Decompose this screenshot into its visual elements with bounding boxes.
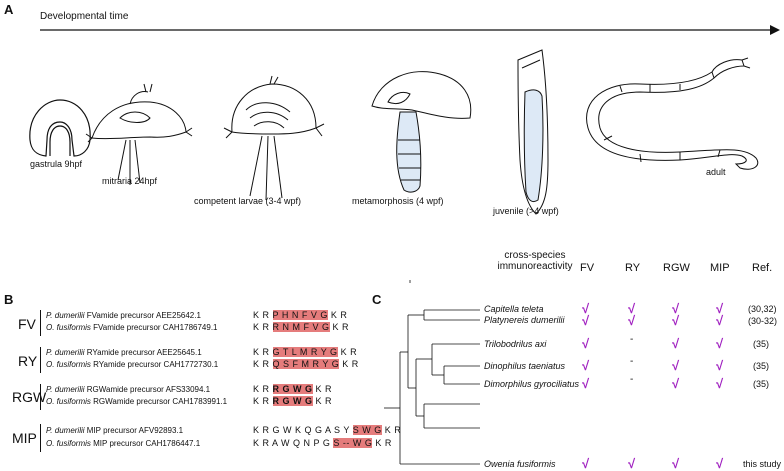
stage-label-adult: adult [706,167,726,177]
dash-mark: - [630,334,634,345]
check-icon: √ [716,301,724,316]
check-icon: √ [672,313,680,328]
column-header-ry: RY [625,262,641,274]
stage-label-metamorphosis: metamorphosis (4 wpf) [352,196,444,206]
reference: this study [743,459,782,469]
species-name: Dinophilus taeniatus [484,361,566,371]
check-icon: √ [672,336,680,351]
panel-a-letter: A [4,2,14,17]
group-bracket-fv [40,310,41,336]
sequence-row: K R P H N F V G K R [253,310,348,320]
species-name: Owenia fusiformis [484,459,556,469]
dash-mark: - [630,374,634,385]
panel-b-letter: B [4,292,14,307]
sequence-row: K R G T L M R Y G K R [253,347,358,357]
stage-label-competent-larvae: competent larvae (3-4 wpf) [194,196,302,206]
seq-row-label: O. fusiformis MIP precursor CAH1786447.1 [46,439,201,448]
column-header-fv: FV [580,262,595,274]
sequence-row: K R R G W G K R [253,396,333,406]
seq-row-label: O. fusiformis RYamide precursor CAH17727… [46,360,219,369]
check-icon: √ [672,376,680,391]
metamorphosis-drawing [371,71,472,193]
juvenile-drawing [517,49,549,215]
group-name-fv: FV [18,316,36,332]
column-header-ref: Ref. [752,262,773,274]
sequence-row: K R R G W G K R [253,384,333,394]
check-icon: √ [672,358,680,373]
stage-label-juvenile: juvenile (>4 wpf) [493,206,559,216]
check-icon: √ [716,376,724,391]
seq-row-label: P. dumerilii MIP precursor AFV92893.1 [46,426,184,435]
dash-mark: - [630,356,634,367]
check-icon: √ [716,456,724,471]
column-header-rgw: RGW [663,262,690,274]
reference: (30-32) [748,316,778,326]
check-icon: √ [628,456,636,471]
check-icon: √ [672,456,680,471]
check-icon: √ [582,313,590,328]
immunoreactivity-header: cross-species immunoreactivity [497,250,573,272]
check-icon: √ [628,301,636,316]
species-name: Capitella teleta [484,304,544,314]
sequence-row: K R Q S F M R Y G K R [253,359,359,369]
seq-row-label: O. fusiformis RGWamide precursor CAH1783… [46,397,228,406]
sequence-row: K R A W Q N P G S -- W G K R [253,438,392,448]
check-icon: √ [716,336,724,351]
adult-drawing [586,57,759,170]
reference: (30,32) [748,304,777,314]
gastrula-drawing [29,99,91,157]
check-icon: √ [582,358,590,373]
seq-row-label: O. fusiformis FVamide precursor CAH17867… [46,323,218,332]
check-icon: √ [672,301,680,316]
check-icon: √ [628,313,636,328]
phylogenetic-tree [384,280,480,465]
species-name: Platynereis dumerilii [484,315,565,325]
panel-a-drawings [29,25,780,215]
mitraria-drawing [85,83,193,185]
seq-row-label: P. dumerilii RGWamide precursor AFS33094… [46,385,211,394]
reference: (35) [753,339,770,349]
group-name-ry: RY [18,353,38,369]
group-name-mip: MIP [12,430,37,446]
reference: (35) [753,361,770,371]
group-bracket-mip [40,424,41,452]
check-icon: √ [582,336,590,351]
timeline-arrow [40,25,780,35]
stage-label-mitraria: mitraria 24hpf [102,176,158,186]
sequence-row: K R G W K Q G A S Y S W G K R [253,425,402,435]
group-name-rgw: RGW [12,389,47,405]
group-bracket-rgw [40,384,41,410]
seq-row-label: P. dumerilii FVamide precursor AEE25642.… [46,311,201,320]
stage-label-gastrula: gastrula 9hpf [30,159,83,169]
seq-row-label: P. dumerilii RYamide precursor AEE25645.… [46,348,202,357]
panel-c-letter: C [372,292,382,307]
column-header-mip: MIP [710,262,730,274]
timeline-label: Developmental time [40,11,129,22]
check-icon: √ [582,301,590,316]
check-icon: √ [582,376,590,391]
check-icon: √ [716,358,724,373]
check-icon: √ [582,456,590,471]
check-icon: √ [716,313,724,328]
species-name: Dimorphilus gyrociliatus [484,379,580,389]
species-name: Trilobodrilus axi [484,339,547,349]
competent-larvae-drawing [223,75,325,201]
group-bracket-ry [40,347,41,373]
reference: (35) [753,379,770,389]
sequence-row: K R R N M F V G K R [253,322,350,332]
